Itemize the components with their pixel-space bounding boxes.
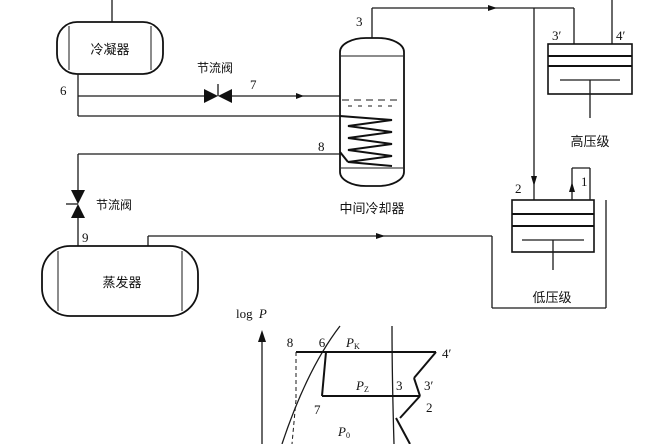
condenser: 冷凝器 [56,0,164,75]
intercooler-coil [339,115,393,167]
intercooler-label: 中间冷却器 [339,202,404,217]
evaporator-label: 蒸发器 [102,275,141,291]
point-3-label: 3 [356,14,363,29]
pz-3p-connect [413,377,421,397]
throttle-upper-label: 节流阀 [197,61,233,75]
chart-pz-var: P [355,378,364,393]
saturated-liquid-line [281,325,341,444]
throttle-valve-upper [204,84,232,103]
p0-compression-line [395,417,411,444]
high-stage-label: 高压级 [570,134,609,150]
flow-arrow-2 [531,176,537,186]
flow-arrow-3 [488,5,497,11]
throttle-lower-label: 节流阀 [96,198,132,212]
chart-pk-var: P [345,335,354,350]
chart-point-4p: 4′ [442,346,452,361]
intercooler [339,30,405,187]
point-4p-label: 4′ [616,28,626,43]
low-stage-label: 低压级 [532,291,571,306]
chart-p0-var: P [337,424,346,439]
chart-ylabel: log P [236,306,267,321]
chart-p0-sub: 0 [346,431,350,440]
valve-lower-bottom-triangle [71,204,85,218]
chart-point-3p: 3′ [424,378,434,393]
point-6-label: 6 [60,83,67,98]
point-1-label: 1 [581,174,588,189]
saturated-vapor-line [391,325,395,444]
chart-point-8: 8 [287,335,294,350]
throttle-6-7 [321,351,327,397]
point-3p-label: 3′ [552,28,562,43]
chart-point-7: 7 [314,402,321,417]
logp-h-chart: log P 8 6 PK 4′ PZ 3 3′ 7 2 P0 [236,306,452,444]
valve-upper-left-triangle [204,89,218,103]
pz-compression-line [399,395,421,419]
chart-pz-sub: Z [364,385,369,394]
chart-ylabel-log: log [236,306,253,321]
valve-lower-top-triangle [71,190,85,204]
evaporator-shell [41,245,199,317]
evaporator: 蒸发器 [41,245,199,317]
point-7-label: 7 [250,77,257,92]
point-8-label: 8 [318,139,325,154]
chart-point-3: 3 [396,378,403,393]
flow-arrow-7 [296,93,304,99]
throttle-valve-lower [66,190,85,218]
pk-compression-line [413,351,437,379]
chart-y-axis-arrow [258,330,266,342]
chart-pz-label: PZ [355,378,369,394]
flow-arrow-evap [376,233,385,239]
chart-point-2: 2 [426,400,433,415]
condenser-label: 冷凝器 [90,42,129,58]
chart-pk-sub: K [354,342,360,351]
coil-outlet [339,151,349,163]
chart-ylabel-var: P [258,306,267,321]
chart-point-6: 6 [319,335,326,350]
flow-arrow-1 [569,182,575,192]
chart-p0-label: P0 [337,424,350,440]
point-9-label: 9 [82,230,89,245]
throttle-9-dashed [291,399,297,444]
valve-upper-right-triangle [218,89,232,103]
condenser-shell [56,21,164,75]
chart-pk-label: PK [345,335,360,351]
low-stage-compressor [511,199,595,270]
high-stage-compressor [547,43,633,118]
point-2-label: 2 [515,181,522,196]
